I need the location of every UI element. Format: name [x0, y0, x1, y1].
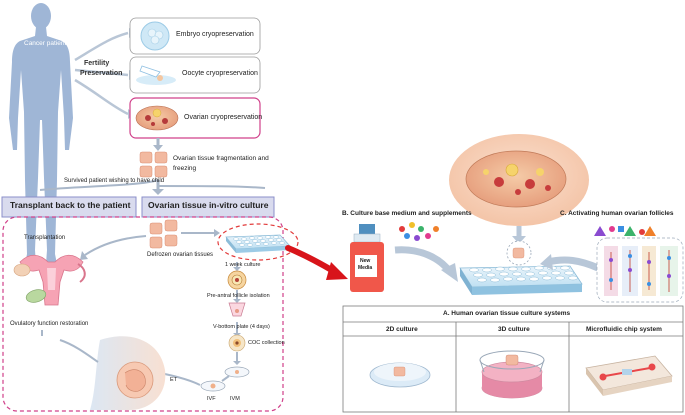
header-transplant: Transplant back to the patient [10, 200, 131, 210]
header-invitro: Ovarian tissue in-vitro culture [148, 200, 269, 210]
coc-icon [228, 334, 246, 352]
fertility-label-1: Fertility [84, 60, 110, 67]
survived-label: Survived patient wishing to have child [64, 178, 165, 184]
ovulatory-label: Ovulatory function restoration [10, 321, 89, 327]
fertility-label-2: Preservation [80, 70, 123, 77]
step-1week: 1 week culture [225, 262, 261, 268]
fragmentation-label-1: Ovarian tissue fragmentation and [173, 155, 269, 162]
red-arrow [285, 245, 348, 280]
ivm-dish-icon [224, 366, 250, 378]
ovary-icon [135, 105, 179, 131]
step-ivm: IVM [230, 396, 240, 402]
ivf-dish-icon [200, 380, 226, 392]
patient-label: Cancer patient [24, 40, 67, 47]
activator-shapes [594, 226, 656, 236]
option-ovarian: Ovarian cryopreservation [184, 114, 263, 121]
system-3d: 3D culture [498, 326, 530, 333]
supplement-dots [399, 222, 439, 241]
defrozen-label: Defrozen ovarian tissues [147, 252, 214, 258]
culture-plate-large [459, 265, 583, 295]
bottle-label-1: New [360, 258, 371, 264]
2d-culture-dish [369, 362, 431, 388]
system-2d: 2D culture [386, 326, 418, 333]
section-c-title: C. Activating human ovarian follicles [560, 210, 674, 217]
patient-silhouette [9, 3, 73, 264]
3d-culture-insert [479, 350, 545, 399]
system-microfluidic: Microfluidic chip system [586, 326, 662, 333]
microfluidic-chip [585, 355, 673, 396]
oocyte-icon [136, 65, 176, 85]
media-bottle-icon [350, 224, 384, 292]
fragmentation-label-2: freezing [173, 165, 197, 172]
step-preantral: Pre-antral follicle isolation [207, 293, 270, 299]
culture-plate-small [225, 234, 291, 253]
step-ivf: IVF [207, 396, 216, 402]
uterus-icon [13, 254, 86, 306]
step-coc: COC collection [248, 340, 285, 346]
pregnancy-icon [90, 336, 166, 410]
option-oocyte: Oocyte cryopreservation [182, 70, 258, 77]
ovary-illustration-large [449, 134, 589, 226]
transplantation-label: Transplantation [24, 235, 66, 241]
defrozen-tissues [149, 219, 178, 249]
section-a-title: A. Human ovarian tissue culture systems [443, 310, 571, 317]
pathway-diagram [596, 237, 684, 303]
section-b-title: B. Culture base medium and supplements [342, 210, 472, 217]
option-embryo: Embryo cryopreservation [176, 31, 254, 38]
step-vbottom: V-bottom plate (4 days) [213, 324, 270, 330]
culture-systems-table [342, 305, 684, 413]
v-bottom-plate-icon [228, 302, 246, 317]
tissue-fragments [139, 151, 168, 178]
embryo-icon [140, 21, 170, 51]
follicle-icon [227, 270, 247, 290]
bottle-label-2: Media [358, 265, 373, 271]
step-et: ET [170, 377, 178, 383]
